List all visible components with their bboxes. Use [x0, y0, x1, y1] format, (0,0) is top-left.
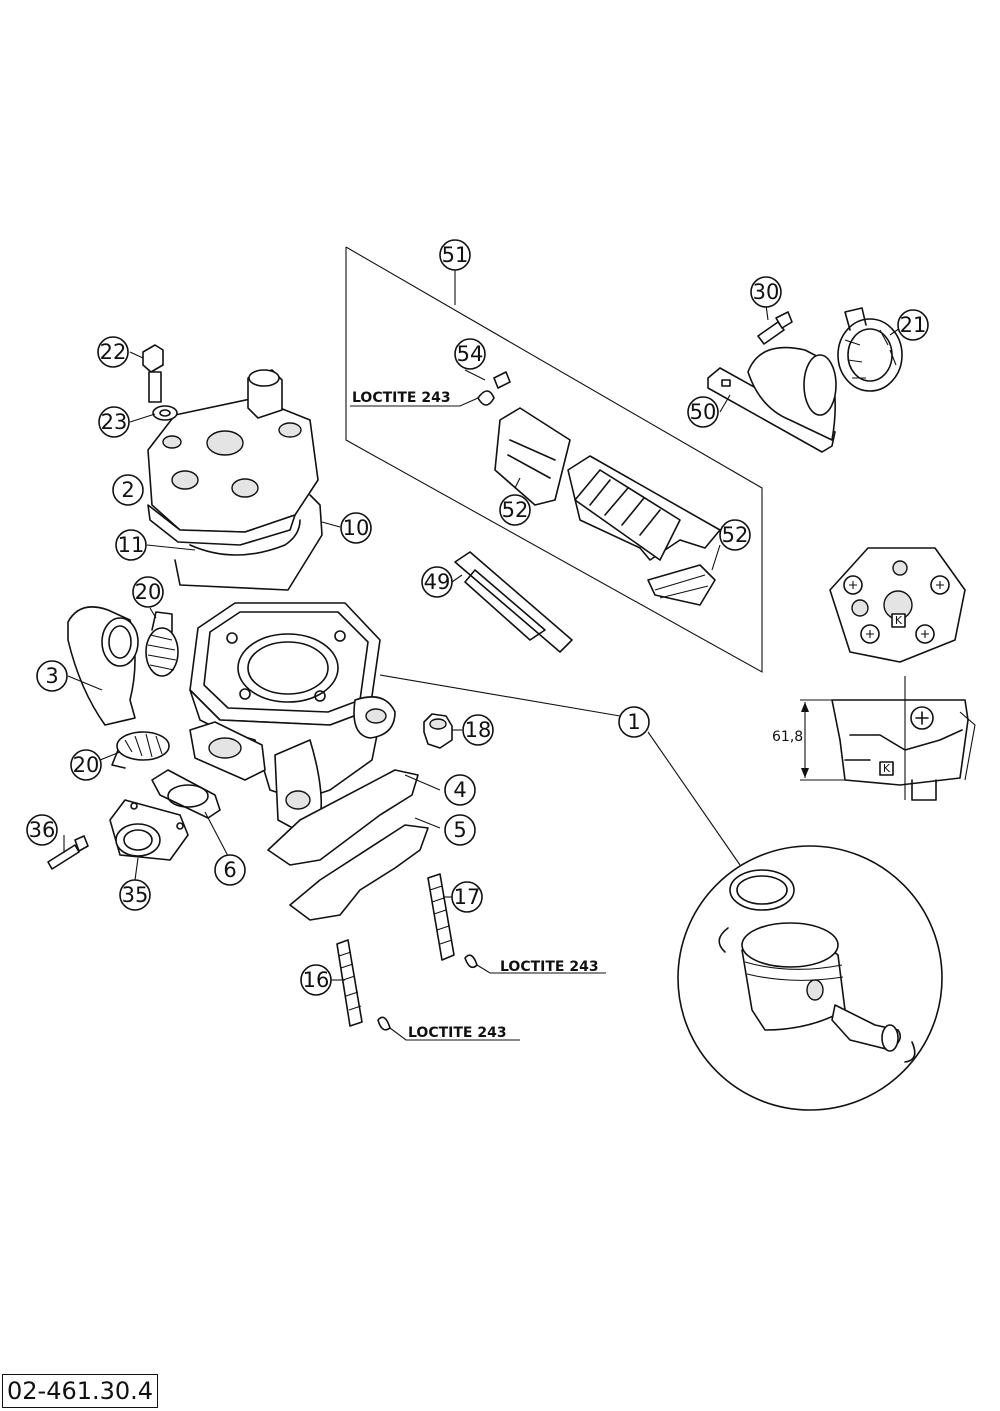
- svg-text:52: 52: [722, 523, 749, 547]
- svg-text:3: 3: [45, 664, 58, 688]
- exhaust-flange: [109, 799, 189, 861]
- callout-4: 4: [444, 774, 476, 806]
- svg-text:11: 11: [118, 533, 145, 557]
- callout-52-right: 52: [719, 519, 751, 551]
- piston-detail: [677, 845, 943, 1111]
- stud-16: [336, 939, 363, 1027]
- reed-block: [494, 407, 721, 606]
- cylinder-side-detail: [831, 699, 976, 801]
- exhaust-elbow: [67, 606, 139, 726]
- drawing-number: 02-461.30.4: [2, 1374, 159, 1408]
- cylinder-height-dimension: 61,8: [772, 729, 803, 745]
- leader-lines: [63, 304, 901, 1041]
- svg-text:22: 22: [100, 340, 127, 364]
- svg-text:17: 17: [454, 885, 481, 909]
- svg-text:50: 50: [690, 400, 717, 424]
- callout-16: 16: [300, 964, 332, 996]
- callout-52-left: 52: [499, 494, 531, 526]
- intake-flange: [707, 346, 837, 453]
- svg-text:20: 20: [135, 580, 162, 604]
- svg-text:16: 16: [303, 968, 330, 992]
- head-washer: [152, 405, 178, 421]
- svg-text:1: 1: [627, 710, 640, 734]
- exhaust-gasket: [151, 769, 221, 819]
- flange-screw: [757, 311, 793, 345]
- callout-30: 30: [750, 276, 782, 308]
- head-top-view-detail: [829, 547, 966, 663]
- head-seal-inner: [189, 519, 301, 556]
- svg-text:21: 21: [900, 313, 927, 337]
- cylinder-head: [147, 369, 319, 546]
- loctite-note-stud-16: LOCTITE 243: [408, 1025, 507, 1041]
- k-mark-top: K: [891, 613, 906, 628]
- intake-gasket: [454, 551, 573, 653]
- svg-text:23: 23: [101, 410, 128, 434]
- reed-valve-group-frame: [345, 246, 763, 673]
- callout-20-lower: 20: [70, 749, 102, 781]
- exhaust-spring-upper: [145, 611, 179, 677]
- callout-35: 35: [119, 879, 151, 911]
- svg-text:18: 18: [465, 718, 492, 742]
- callout-23: 23: [98, 406, 130, 438]
- loctite-note-stud-17: LOCTITE 243: [500, 959, 599, 975]
- svg-text:51: 51: [442, 243, 469, 267]
- callout-2: 2: [112, 474, 144, 506]
- callout-54: 54: [454, 338, 486, 370]
- cylinder-gasket-5: [289, 824, 429, 921]
- svg-text:6: 6: [223, 858, 236, 882]
- hose-clamp: [837, 307, 903, 392]
- loctite-note-reed: LOCTITE 243: [352, 390, 451, 406]
- svg-text:36: 36: [29, 818, 56, 842]
- k-mark-side: K: [879, 761, 894, 776]
- exhaust-spring-lower: [111, 731, 170, 769]
- svg-text:35: 35: [122, 883, 149, 907]
- exhaust-flange-screw: [47, 835, 89, 870]
- callout-18: 18: [462, 714, 494, 746]
- svg-text:K: K: [895, 614, 903, 627]
- svg-text:52: 52: [502, 498, 529, 522]
- callout-3: 3: [36, 660, 68, 692]
- head-bolt: [142, 344, 164, 403]
- callout-10: 10: [340, 512, 372, 544]
- callout-49: 49: [421, 566, 453, 598]
- svg-text:49: 49: [424, 570, 451, 594]
- svg-text:54: 54: [457, 342, 484, 366]
- nut: [423, 713, 453, 749]
- callout-21: 21: [897, 309, 929, 341]
- svg-text:2: 2: [121, 478, 134, 502]
- reed-screw: [477, 371, 511, 406]
- head-seal-outer: [174, 494, 323, 591]
- callout-22: 22: [97, 336, 129, 368]
- cylinder: [189, 602, 396, 833]
- svg-text:30: 30: [753, 280, 780, 304]
- svg-text:10: 10: [343, 516, 370, 540]
- callout-11: 11: [115, 529, 147, 561]
- svg-text:4: 4: [453, 778, 466, 802]
- loctite-drops: [377, 954, 478, 1031]
- callout-51: 51: [439, 239, 471, 271]
- callout-5: 5: [444, 814, 476, 846]
- stud-17: [427, 873, 455, 961]
- cylinder-gasket-4: [267, 769, 419, 866]
- callout-20-upper: 20: [132, 576, 164, 608]
- svg-text:K: K: [883, 762, 891, 775]
- dimension-line: [800, 676, 906, 800]
- callout-36: 36: [26, 814, 58, 846]
- svg-text:5: 5: [453, 818, 466, 842]
- callout-6: 6: [214, 854, 246, 886]
- callout-50: 50: [687, 396, 719, 428]
- callout-1: 1: [618, 706, 650, 738]
- svg-text:20: 20: [73, 753, 100, 777]
- callout-17: 17: [451, 881, 483, 913]
